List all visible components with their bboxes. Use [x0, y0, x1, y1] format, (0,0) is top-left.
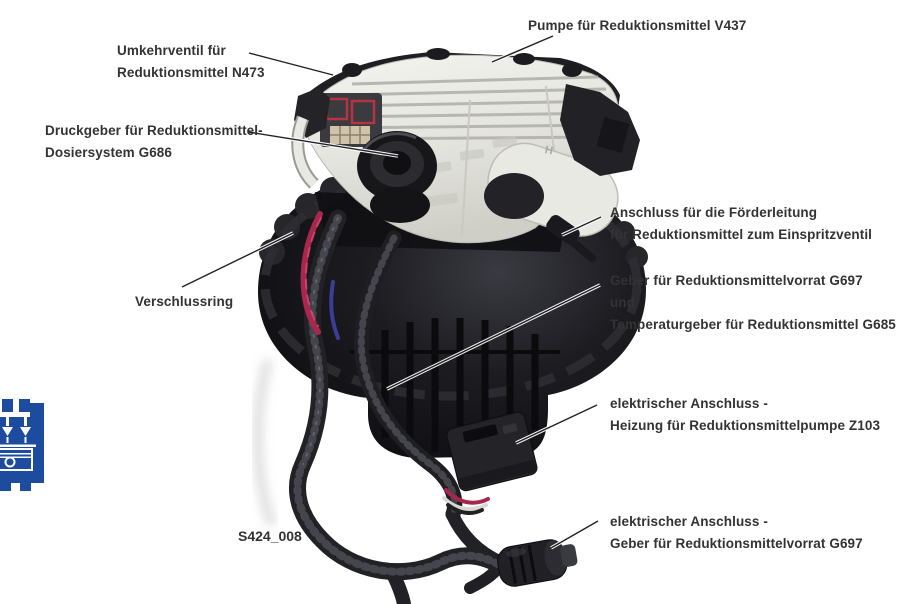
- pump-vents: [427, 136, 517, 207]
- heater-connector: [446, 411, 538, 492]
- left-bracket: [291, 88, 330, 189]
- leader-druckgeber-g686: [247, 131, 399, 157]
- leader-verschlussring: [181, 232, 294, 288]
- blurred-cable: [252, 358, 277, 527]
- leader-vorratsgeber: [386, 284, 601, 390]
- label-vorratsgeber-g697-g685: Geber für Reduktionsmittelvorrat G697 un…: [610, 273, 896, 332]
- motor-end-cap: [484, 173, 544, 219]
- label-umkehrventil-n473: Umkehrventil für Reduktionsmittel N473: [117, 43, 265, 80]
- figure-code: S424_008: [238, 528, 302, 544]
- engine-logo-icon: [0, 399, 44, 491]
- level-sender-connector: [497, 539, 578, 587]
- red-wire: [300, 211, 323, 335]
- label-druckgeber-g686: Druckgeber für Reduktionsmittel- Dosiers…: [45, 123, 263, 160]
- delivery-port: [546, 215, 596, 262]
- leader-foerderleitung: [561, 216, 602, 236]
- label-heizung-z103: elektrischer Anschluss - Heizung für Red…: [610, 396, 881, 433]
- right-bracket: [560, 84, 640, 176]
- label-foerderleitung: Anschluss für die Förderleitung für Redu…: [610, 205, 873, 242]
- valve-connector-block: [320, 93, 382, 147]
- leader-vorrat-g697: [550, 520, 599, 549]
- pump-unit: H: [291, 48, 640, 262]
- blue-wire: [329, 280, 340, 340]
- leader-lines: [181, 34, 602, 550]
- housing-marking: H: [544, 144, 554, 157]
- leader-heizung-z103: [515, 404, 598, 444]
- top-clips: [342, 48, 582, 77]
- leader-pumpe-v437: [491, 35, 554, 63]
- label-vorrat-anschluss-g697: elektrischer Anschluss - Geber für Reduk…: [610, 514, 863, 551]
- leader-umkehrventil-n473: [248, 52, 334, 76]
- label-pumpe-v437: Pumpe für Reduktionsmittel V437: [528, 18, 747, 33]
- wires: [300, 211, 490, 515]
- label-verschlussring: Verschlussring: [135, 294, 234, 309]
